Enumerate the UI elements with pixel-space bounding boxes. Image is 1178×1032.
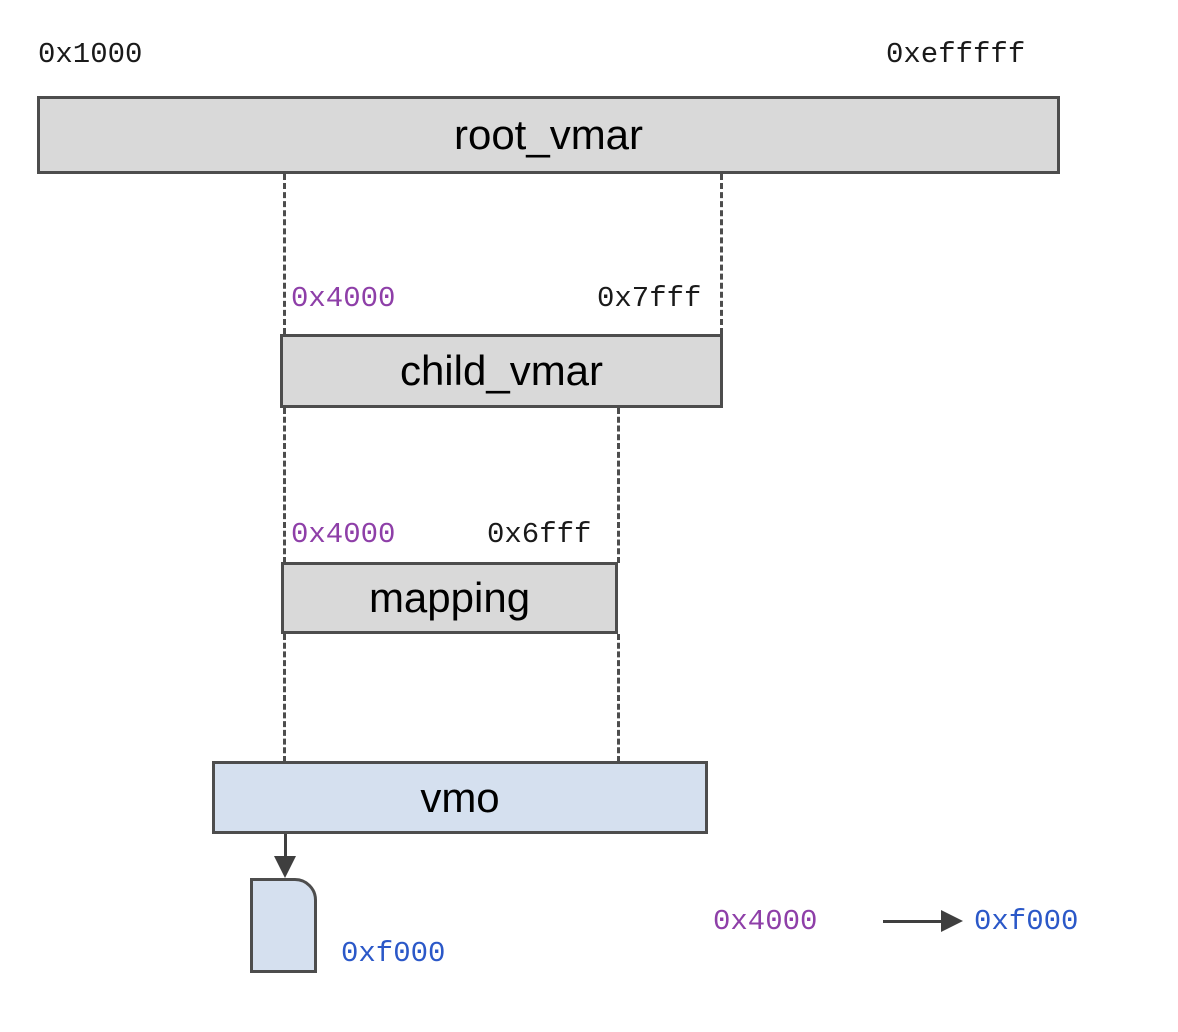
mapping-label: mapping — [368, 574, 531, 621]
root-end-address-label: 0xefffff — [886, 38, 1026, 71]
child-vmar-start-address-label: 0x4000 — [291, 282, 396, 315]
physical-page-box[interactable] — [250, 878, 317, 973]
mapping-end-address-label: 0x6fff — [487, 518, 592, 551]
vmo-to-page-arrow-shaft — [284, 834, 287, 858]
child-vmar-end-address-label: 0x7fff — [597, 282, 702, 315]
guide-line-root-left — [283, 174, 286, 334]
root-vmar-label: root_vmar — [453, 111, 644, 158]
root-start-address-label: 0x1000 — [38, 38, 143, 71]
legend-arrow-head — [941, 910, 963, 932]
vmo-box[interactable]: vmo — [212, 761, 708, 834]
mapping-box[interactable]: mapping — [281, 562, 618, 634]
mapping-start-address-label: 0x4000 — [291, 518, 396, 551]
guide-line-root-right — [720, 174, 723, 334]
child-vmar-label: child_vmar — [399, 347, 604, 394]
vmo-label: vmo — [420, 773, 500, 821]
guide-line-child-right — [617, 408, 620, 563]
root-vmar-box[interactable]: root_vmar — [37, 96, 1060, 174]
legend-arrow-shaft — [883, 920, 943, 923]
guide-line-mapping-right — [617, 634, 620, 762]
guide-line-mapping-left — [283, 634, 286, 762]
child-vmar-box[interactable]: child_vmar — [280, 334, 723, 408]
physical-page-address-label: 0xf000 — [341, 937, 446, 970]
guide-line-child-left — [283, 408, 286, 563]
vmo-to-page-arrow-head — [274, 856, 296, 878]
legend-physical-address-label: 0xf000 — [974, 905, 1079, 938]
legend-virtual-address-label: 0x4000 — [713, 905, 818, 938]
